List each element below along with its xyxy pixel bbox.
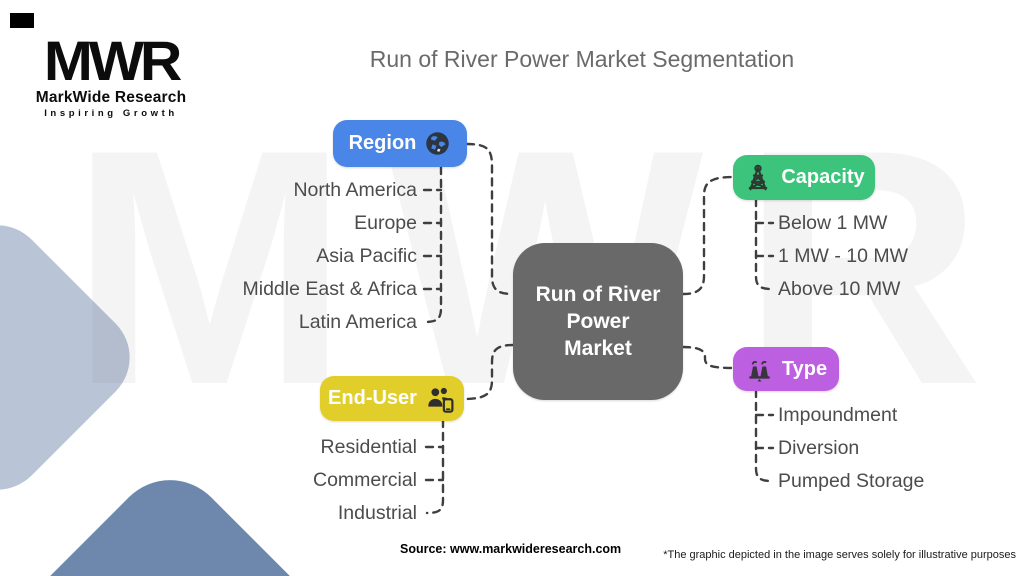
central-market-node: Run of River Power Market [513, 243, 683, 400]
corner-mark [10, 13, 34, 28]
enduser-node: End-User [320, 376, 464, 421]
page-title: Run of River Power Market Segmentation [369, 46, 795, 72]
type-node-label: Type [781, 357, 828, 380]
logo-mark: MWR [43, 29, 183, 92]
decor-diamond-dark [0, 456, 354, 576]
enduser-item: Commercial [312, 469, 417, 491]
region-item: North America [293, 179, 417, 201]
globe-icon [424, 130, 451, 157]
type-node: Type [733, 347, 839, 391]
headframe-tower-icon [743, 163, 773, 193]
capacity-item: 1 MW - 10 MW [778, 245, 908, 267]
capacity-node: Capacity [733, 155, 875, 200]
region-node-label: Region [348, 132, 417, 154]
type-item: Pumped Storage [778, 470, 925, 492]
logo-name: MarkWide Research [35, 89, 187, 107]
enduser-item: Residential [320, 436, 417, 458]
region-item: Latin America [298, 311, 417, 333]
capacity-item: Above 10 MW [778, 278, 901, 300]
region-node: Region [333, 120, 467, 167]
type-item: Impoundment [778, 404, 898, 426]
enduser-node-label: End-User [328, 387, 417, 409]
capacity-item: Below 1 MW [778, 212, 888, 234]
enduser-item: Industrial [337, 502, 417, 524]
brand-logo: MWR MarkWide Research Inspiring Growth [28, 32, 194, 120]
disclaimer-text: *The graphic depicted in the image serve… [663, 549, 1016, 561]
logo-tagline: Inspiring Growth [44, 108, 178, 120]
region-item: Asia Pacific [316, 245, 417, 267]
type-item: Diversion [778, 437, 860, 459]
capacity-node-label: Capacity [781, 166, 865, 188]
factory-icon [745, 355, 774, 384]
region-item: Middle East & Africa [242, 278, 418, 300]
users-device-icon [425, 383, 456, 414]
source-text: Source: www.markwideresearch.com [400, 542, 622, 556]
region-item: Europe [354, 212, 417, 234]
